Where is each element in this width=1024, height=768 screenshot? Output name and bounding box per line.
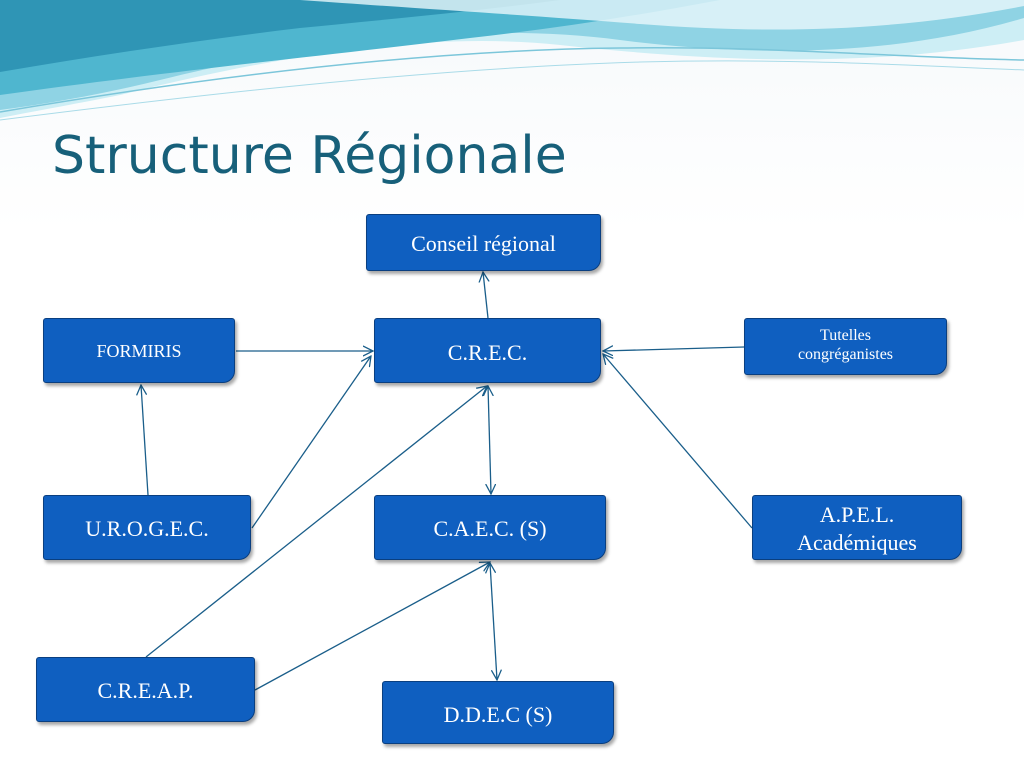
connector-crec-caec bbox=[488, 386, 491, 494]
node-conseil-regional-label: Conseil régional bbox=[411, 231, 556, 256]
connector-urogec-to-crec bbox=[251, 356, 371, 529]
connector-apel-to-crec bbox=[603, 354, 753, 529]
header-wave-decoration bbox=[0, 0, 1024, 121]
node-formiris-label: FORMIRIS bbox=[96, 341, 182, 361]
node-apel-academiques: A.P.E.L. Académiques bbox=[752, 495, 962, 560]
node-creap: C.R.E.A.P. bbox=[36, 657, 255, 722]
node-apel-label-line1: A.P.E.L. bbox=[819, 502, 895, 527]
node-urogec-label: U.R.O.G.E.C. bbox=[85, 516, 209, 541]
node-caec: C.A.E.C. (S) bbox=[374, 495, 606, 560]
node-crec: C.R.E.C. bbox=[374, 318, 601, 383]
node-creap-label: C.R.E.A.P. bbox=[97, 678, 194, 703]
connector-urogec-to-formiris bbox=[141, 385, 149, 496]
node-apel-label-line2: Académiques bbox=[797, 530, 917, 555]
node-formiris: FORMIRIS bbox=[43, 318, 235, 383]
node-tutelles-congreganistes: Tutelles congréganistes bbox=[744, 318, 947, 375]
connector-crec-to-conseil bbox=[483, 272, 488, 319]
connector-creap-to-crec bbox=[145, 386, 487, 658]
node-caec-label: C.A.E.C. (S) bbox=[433, 516, 547, 541]
node-tutelles-label-line1: Tutelles bbox=[820, 327, 871, 344]
connector-creap-to-caec bbox=[254, 562, 490, 691]
node-tutelles-label-line2: congréganistes bbox=[797, 346, 894, 363]
connector-tutelles-to-crec bbox=[603, 347, 745, 351]
slide-title: Structure Régionale bbox=[52, 126, 567, 186]
node-ddec: D.D.E.C (S) bbox=[382, 681, 614, 744]
node-urogec: U.R.O.G.E.C. bbox=[43, 495, 251, 560]
node-ddec-label: D.D.E.C (S) bbox=[443, 702, 553, 727]
node-conseil-regional: Conseil régional bbox=[366, 214, 601, 271]
connector-caec-ddec bbox=[490, 563, 497, 680]
node-crec-label: C.R.E.C. bbox=[447, 340, 528, 365]
